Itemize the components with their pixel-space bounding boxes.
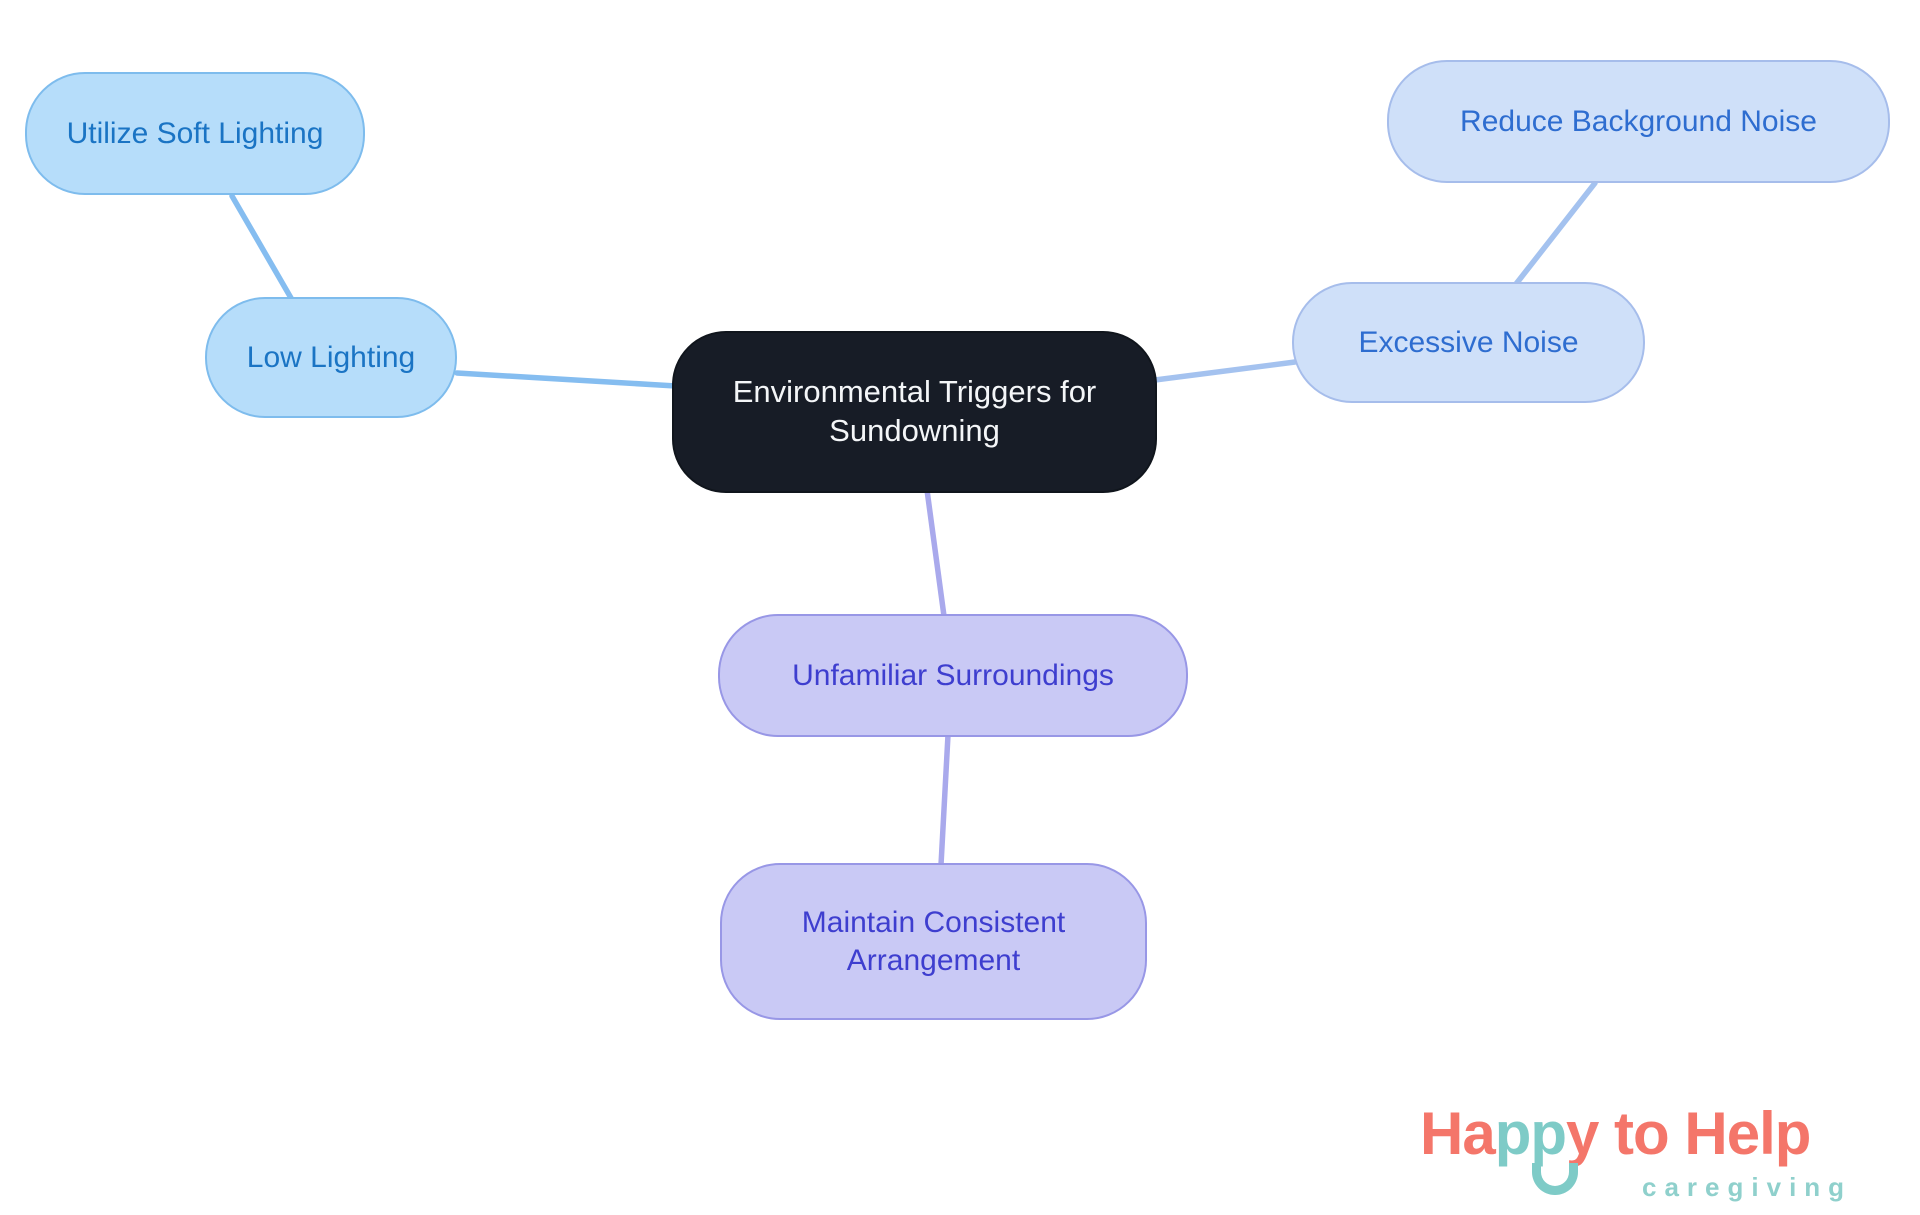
smile-icon (1532, 1163, 1578, 1195)
node-central-environmental-triggers[interactable]: Environmental Triggers for Sundowning (672, 331, 1157, 493)
edge-low-to-central (454, 370, 679, 389)
node-label: Reduce Background Noise (1460, 104, 1817, 138)
node-label: Environmental Triggers for Sundowning (732, 374, 1097, 448)
node-label: Low Lighting (246, 340, 416, 374)
edge-unfamiliar-to-maintain (938, 732, 951, 868)
logo-word-pp: pp (1494, 1100, 1567, 1167)
logo-word-ha: Ha (1420, 1100, 1496, 1167)
node-unfamiliar-surroundings[interactable]: Unfamiliar Surroundings (718, 614, 1188, 737)
logo-word-help: Help (1684, 1100, 1811, 1167)
node-utilize-soft-lighting[interactable]: Utilize Soft Lighting (25, 72, 365, 195)
node-reduce-background-noise[interactable]: Reduce Background Noise (1387, 60, 1890, 183)
node-label: Excessive Noise (1358, 325, 1579, 359)
edge-central-to-excessive (1152, 359, 1298, 383)
logo-subtitle: caregiving (1642, 1172, 1853, 1202)
node-label: Unfamiliar Surroundings (792, 658, 1114, 692)
node-maintain-consistent-arrangement[interactable]: Maintain Consistent Arrangement (720, 863, 1147, 1020)
logo-wordmark: Happy to Help (1420, 1104, 1890, 1164)
edge-central-to-unfamiliar (924, 487, 947, 619)
node-label: Maintain Consistent Arrangement (801, 906, 1066, 977)
node-excessive-noise[interactable]: Excessive Noise (1292, 282, 1645, 403)
logo-word-y: y (1566, 1100, 1599, 1167)
logo-word-to: to (1598, 1100, 1685, 1167)
happy-to-help-logo: Happy to Help caregiving (1420, 1104, 1890, 1204)
node-low-lighting[interactable]: Low Lighting (205, 297, 457, 418)
node-label: Utilize Soft Lighting (66, 116, 324, 150)
edge-excessive-to-reduce (1513, 180, 1598, 287)
edge-utilize-to-low (229, 193, 294, 301)
